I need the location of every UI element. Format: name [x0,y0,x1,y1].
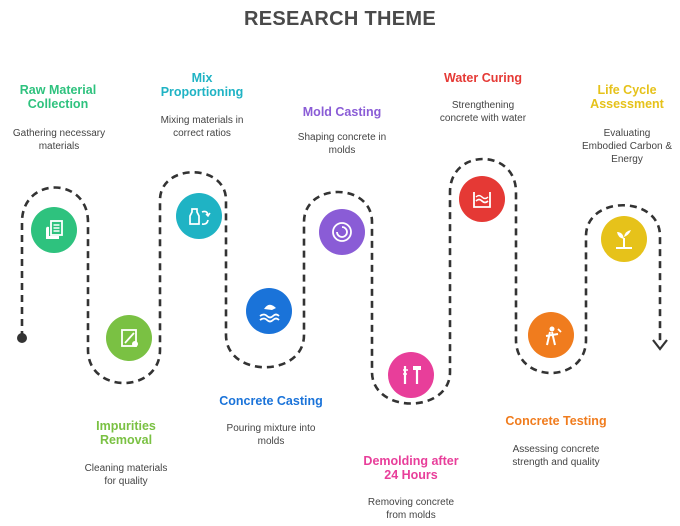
step-9-icon [601,216,647,262]
step-4-description: Pouring mixture into molds [226,423,316,447]
step-5-description: Shaping concrete in molds [297,132,387,156]
step-9-title: Life Cycle Assessment [590,83,664,111]
step-5-title: Mold Casting [302,105,382,119]
step-3-title: Mix Proportioning [160,71,244,99]
page-title: RESEARCH THEME [244,8,436,30]
step-8-icon [528,312,574,358]
testing-icon [545,326,562,346]
cleaning-icon [121,329,138,347]
wavy-dashed-connector [20,157,662,405]
step-5-icon [319,209,365,255]
pour-icon [259,304,280,323]
step-1-icon [31,207,77,253]
step-8-description: Assessing concrete strength and quality [512,444,600,468]
step-6-icon [388,352,434,398]
step-2-title: Impurities Removal [96,419,156,447]
step-3-icon [176,193,222,239]
step-6-title: Demolding after 24 Hours [363,454,459,482]
step-2-description: Cleaning materials for quality [84,463,168,487]
step-9-description: Evaluating Embodied Carbon & Energy [581,128,673,165]
path-end-arrow [652,339,668,351]
path-start-dot [17,333,27,343]
step-6-description: Removing concrete from molds [367,497,455,521]
plant-icon [616,230,632,249]
step-3-description: Mixing materials in correct ratios [160,115,244,139]
mixing-icon [189,208,211,226]
tools-icon [403,366,421,384]
step-1-title: Raw Material Collection [19,83,97,111]
step-4-icon [246,288,292,334]
step-7-icon [459,176,505,222]
step-8-title: Concrete Testing [505,414,607,428]
document-stack-icon [46,220,63,239]
step-2-icon [106,315,152,361]
step-1-description: Gathering necessary materials [12,128,106,152]
step-4-title: Concrete Casting [219,394,323,408]
mold-icon [332,222,352,242]
step-7-description: Strengthening concrete with water [439,100,527,124]
step-7-title: Water Curing [443,71,522,85]
water-icon [473,192,491,208]
